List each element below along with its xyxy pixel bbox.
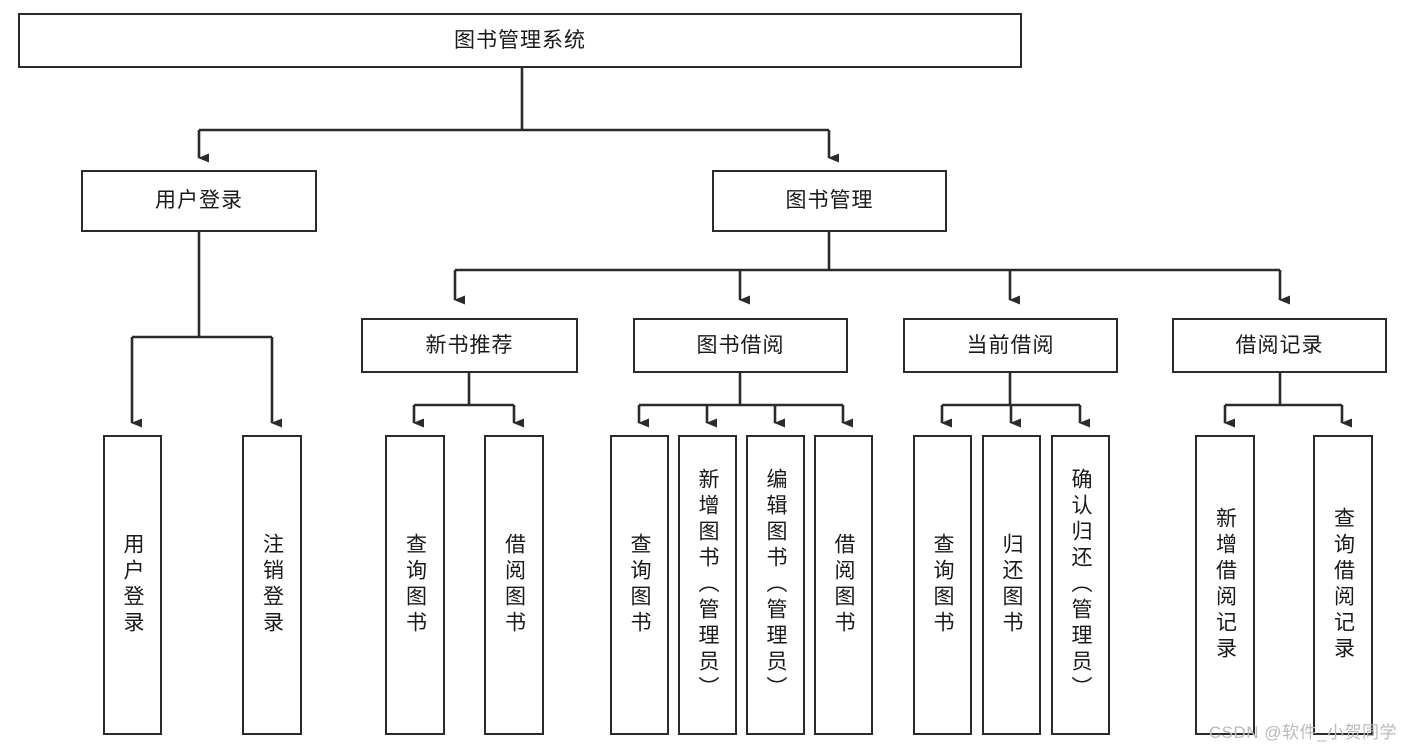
leaf-borrow-book-2-label: 借阅图书	[832, 533, 856, 637]
node-current-borrow-label: 当前借阅	[966, 333, 1055, 357]
leaf-borrow-book-1[interactable]: 借阅图书	[484, 435, 544, 735]
node-borrow-record[interactable]: 借阅记录	[1172, 318, 1387, 373]
leaf-add-record[interactable]: 新增借阅记录	[1195, 435, 1255, 735]
leaf-confirm-return[interactable]: 确认归还（管理员）	[1051, 435, 1110, 735]
node-book-borrow[interactable]: 图书借阅	[633, 318, 848, 373]
leaf-borrow-book-2[interactable]: 借阅图书	[814, 435, 873, 735]
node-root-label: 图书管理系统	[454, 28, 586, 52]
leaf-user-login-label: 用户登录	[121, 533, 145, 637]
leaf-logout-login[interactable]: 注销登录	[242, 435, 302, 735]
leaf-query-book-1[interactable]: 查询图书	[385, 435, 445, 735]
node-book-management-label: 图书管理	[785, 189, 874, 213]
leaf-edit-book[interactable]: 编辑图书（管理员）	[746, 435, 805, 735]
node-borrow-record-label: 借阅记录	[1235, 333, 1324, 357]
leaf-return-book[interactable]: 归还图书	[982, 435, 1041, 735]
leaf-add-book-label: 新增图书（管理员）	[696, 468, 720, 702]
leaf-query-book-1-label: 查询图书	[403, 533, 427, 637]
leaf-query-record[interactable]: 查询借阅记录	[1313, 435, 1373, 735]
node-new-book-recommend-label: 新书推荐	[425, 333, 514, 357]
node-book-management[interactable]: 图书管理	[712, 170, 947, 232]
leaf-borrow-book-1-label: 借阅图书	[502, 533, 526, 637]
leaf-add-record-label: 新增借阅记录	[1213, 507, 1237, 663]
node-new-book-recommend[interactable]: 新书推荐	[361, 318, 578, 373]
leaf-return-book-label: 归还图书	[1000, 533, 1024, 637]
leaf-query-book-3-label: 查询图书	[931, 533, 955, 637]
leaf-query-book-2[interactable]: 查询图书	[610, 435, 669, 735]
leaf-logout-login-label: 注销登录	[260, 533, 284, 637]
leaf-edit-book-label: 编辑图书（管理员）	[764, 468, 788, 702]
node-root[interactable]: 图书管理系统	[18, 13, 1022, 68]
leaf-query-book-3[interactable]: 查询图书	[913, 435, 972, 735]
leaf-query-record-label: 查询借阅记录	[1331, 507, 1355, 663]
node-user-login[interactable]: 用户登录	[81, 170, 317, 232]
leaf-query-book-2-label: 查询图书	[628, 533, 652, 637]
leaf-add-book[interactable]: 新增图书（管理员）	[678, 435, 737, 735]
leaf-confirm-return-label: 确认归还（管理员）	[1069, 468, 1093, 702]
node-book-borrow-label: 图书借阅	[696, 333, 785, 357]
leaf-user-login[interactable]: 用户登录	[103, 435, 162, 735]
node-user-login-label: 用户登录	[155, 189, 243, 213]
node-current-borrow[interactable]: 当前借阅	[903, 318, 1118, 373]
